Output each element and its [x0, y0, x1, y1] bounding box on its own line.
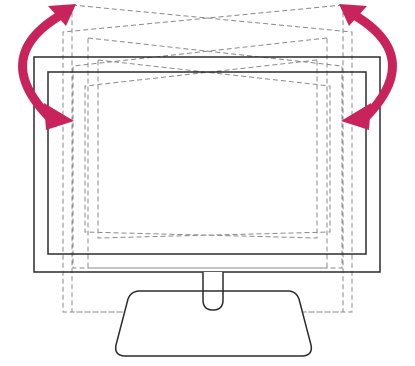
monitor-bezel [33, 56, 381, 273]
stand-neck-collar [202, 291, 224, 311]
ghost-left-outer [71, 4, 353, 313]
ghost-right-screen [84, 59, 318, 239]
rotate-left-arrow-icon [18, 4, 76, 130]
ghost-left-screen [97, 59, 331, 239]
ghost-right-outer [62, 4, 344, 313]
monitor-screen [47, 71, 367, 255]
rotate-right-arrow-icon [339, 4, 397, 130]
stand-base [114, 290, 313, 357]
